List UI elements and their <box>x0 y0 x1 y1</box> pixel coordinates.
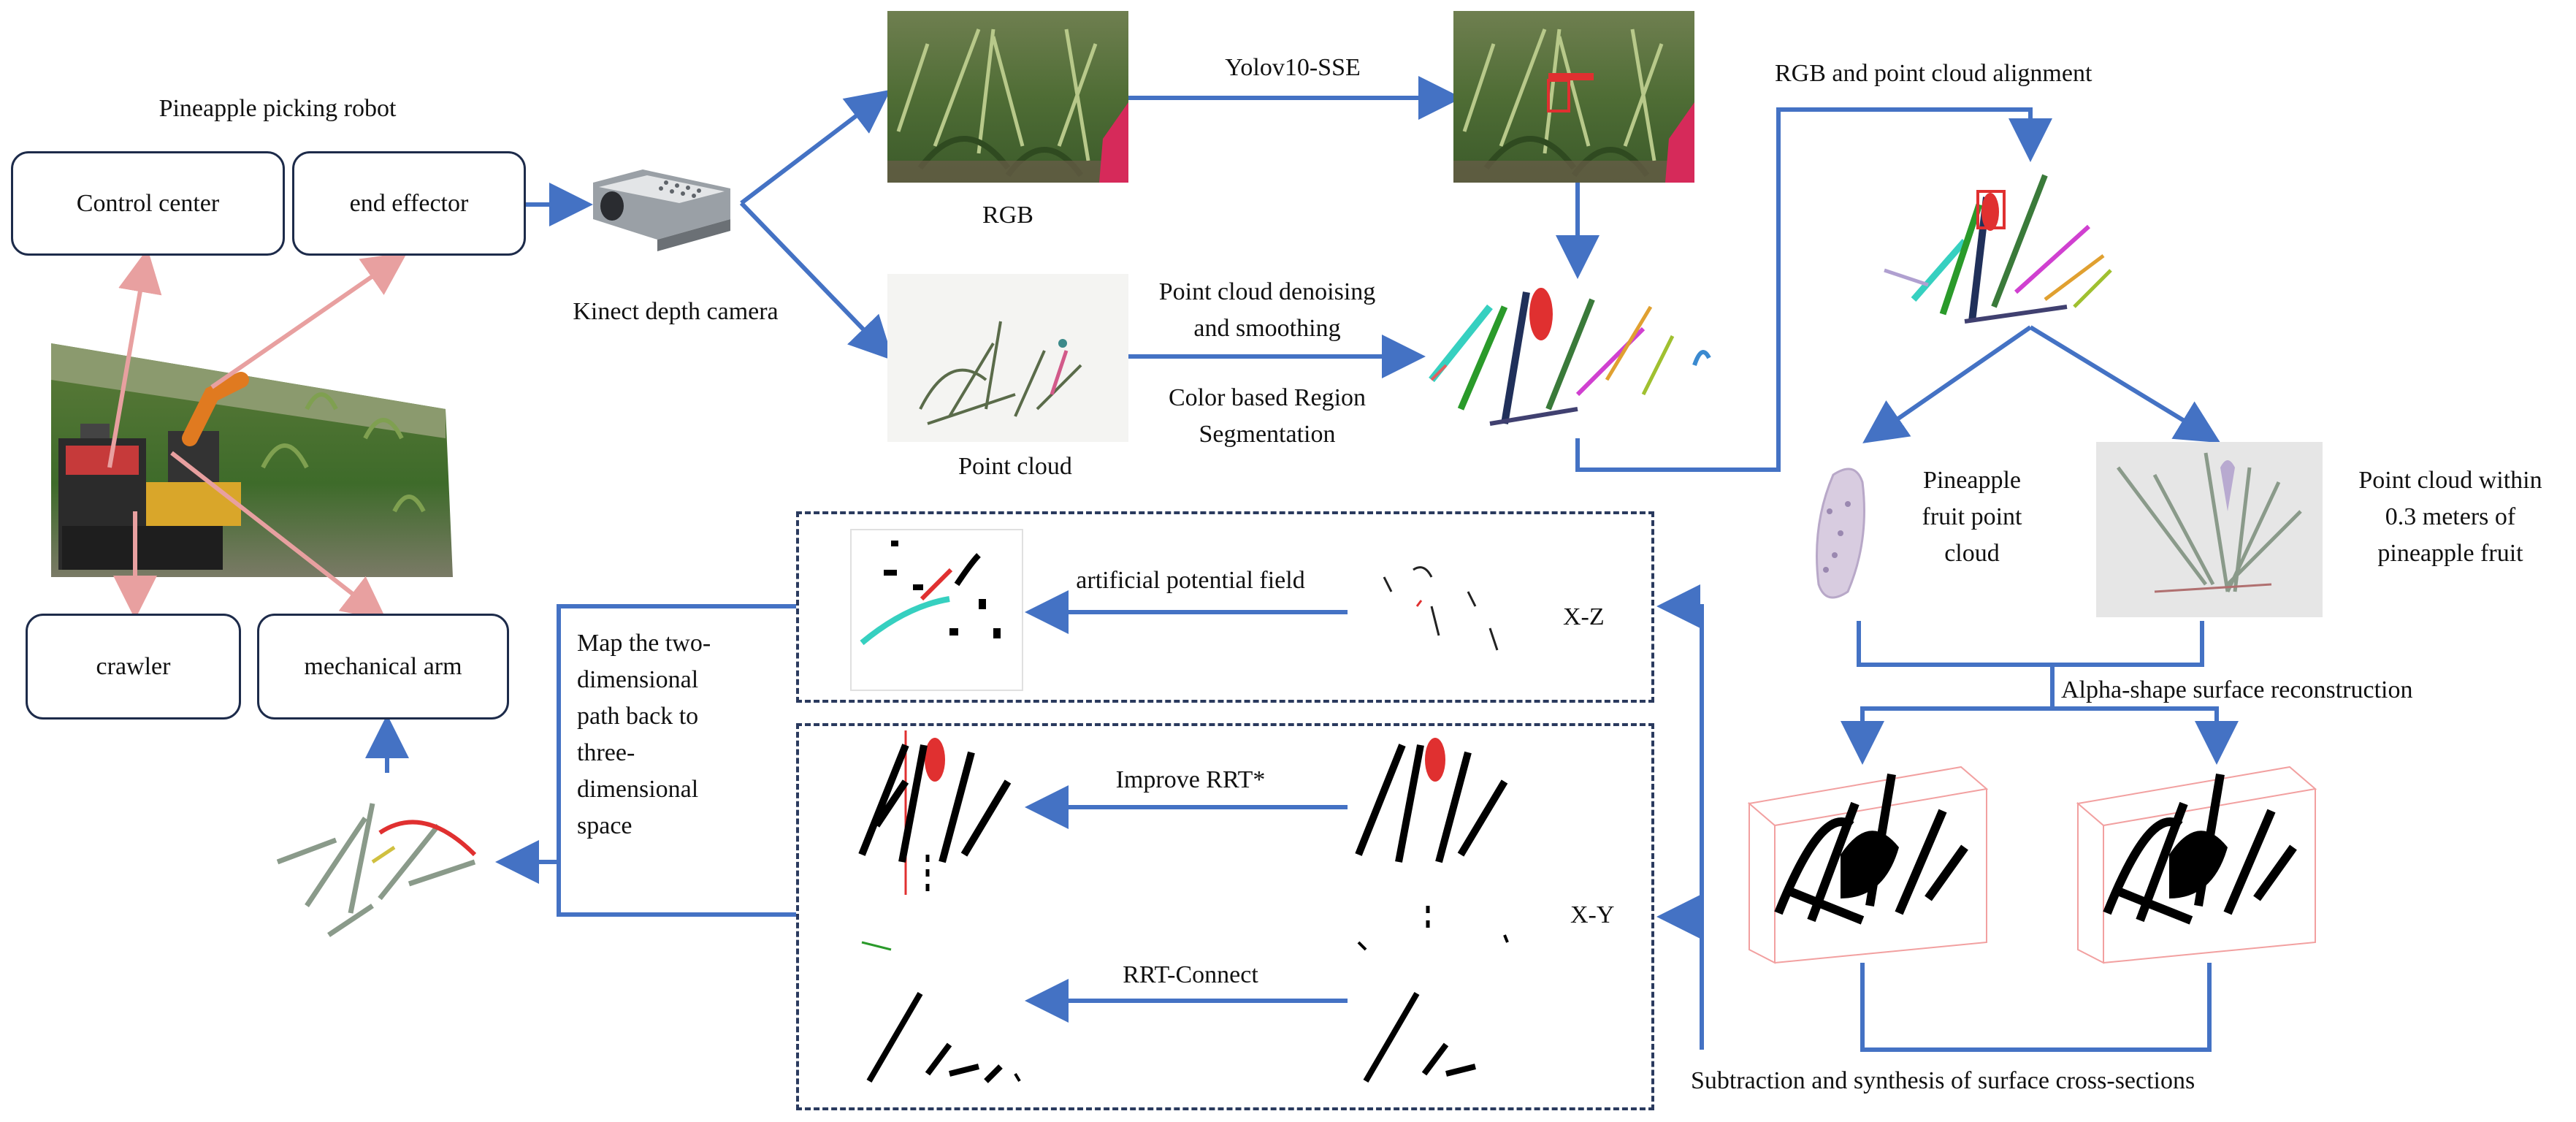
segmented-point-cloud-image <box>1429 288 1711 426</box>
robot-photo <box>51 343 453 577</box>
xy-rrt-connect-result-image <box>866 991 1021 1083</box>
rrt-star-label: Improve RRT* <box>1115 766 1266 793</box>
xy-axis-label: X-Y <box>1570 901 1615 928</box>
nearby-cloud-label-line2: 0.3 meters of <box>2385 503 2516 530</box>
nearby-point-cloud-image <box>2096 442 2323 617</box>
aligned-point-cloud-image <box>1884 174 2112 324</box>
nearby-cloud-label-line1: Point cloud within <box>2358 467 2542 494</box>
cross-sections-label: Subtraction and synthesis of surface cro… <box>1691 1067 2195 1094</box>
xz-axis-label: X-Z <box>1563 603 1605 630</box>
camera-label: Kinect depth camera <box>573 298 779 325</box>
raw-point-cloud-image <box>887 274 1128 442</box>
3d-path-result-image <box>276 803 477 937</box>
rrt-connect-label: RRT-Connect <box>1123 961 1258 988</box>
reconstruction-label: Alpha-shape surface reconstruction <box>2061 676 2413 703</box>
kinect-camera-icon <box>593 169 730 251</box>
xy-planning-panel <box>796 723 1654 1110</box>
nearby-cloud-label-line3: pineapple fruit <box>2377 540 2523 567</box>
map-back-line3: path back to <box>577 703 699 730</box>
mechanical-arm-box: mechanical arm <box>257 614 509 720</box>
xz-path-result-image <box>850 529 1023 691</box>
rgb-image <box>887 11 1128 183</box>
fruit-cloud-label-line2: fruit point <box>1922 503 2022 530</box>
xy-rrt-star-result-image <box>858 730 1012 951</box>
denoising-label-line1: Point cloud denoising <box>1158 278 1376 305</box>
map-back-line2: dimensional <box>577 666 699 693</box>
xy-rrt-connect-obstacle-image <box>1363 991 1476 1083</box>
alpha-shape-left-image <box>1747 766 1989 964</box>
fruit-point-cloud-image <box>1816 468 1865 599</box>
denoising-label-line2: and smoothing <box>1193 315 1341 342</box>
crawler-box: crawler <box>26 614 241 720</box>
robot-component-arrows <box>107 248 408 621</box>
map-back-line1: Map the two- <box>577 630 711 657</box>
fruit-cloud-label-line1: Pineapple <box>1922 467 2022 494</box>
flow-arrows <box>365 76 2239 1052</box>
control-center-label: Control center <box>76 189 220 217</box>
xy-obstacle-image <box>1355 738 1509 951</box>
control-center-box: Control center <box>11 151 285 256</box>
fruit-cloud-label-line3: cloud <box>1944 540 2000 567</box>
detector-label: Yolov10-SSE <box>1225 54 1361 81</box>
xz-planning-panel <box>796 511 1654 703</box>
xz-obstacle-image <box>1383 566 1499 651</box>
segmentation-label-line1: Color based Region <box>1168 384 1367 411</box>
map-back-line4: three- <box>577 739 635 766</box>
map-back-line5: dimensional <box>577 776 699 803</box>
detection-image <box>1453 11 1694 183</box>
apf-label: artificial potential field <box>1076 567 1305 594</box>
robot-title: Pineapple picking robot <box>158 95 397 122</box>
map-back-line6: space <box>577 812 632 839</box>
end-effector-box: end effector <box>292 151 526 256</box>
segmentation-label-line2: Segmentation <box>1199 421 1336 448</box>
rgb-label: RGB <box>982 202 1033 229</box>
crawler-label: crawler <box>96 652 171 680</box>
point-cloud-label: Point cloud <box>958 453 1072 480</box>
mechanical-arm-label: mechanical arm <box>304 652 462 680</box>
alpha-shape-right-image <box>2076 766 2317 964</box>
end-effector-label: end effector <box>349 189 469 217</box>
alignment-label: RGB and point cloud alignment <box>1775 60 2092 87</box>
fruit-bounding-box <box>1976 190 2006 229</box>
